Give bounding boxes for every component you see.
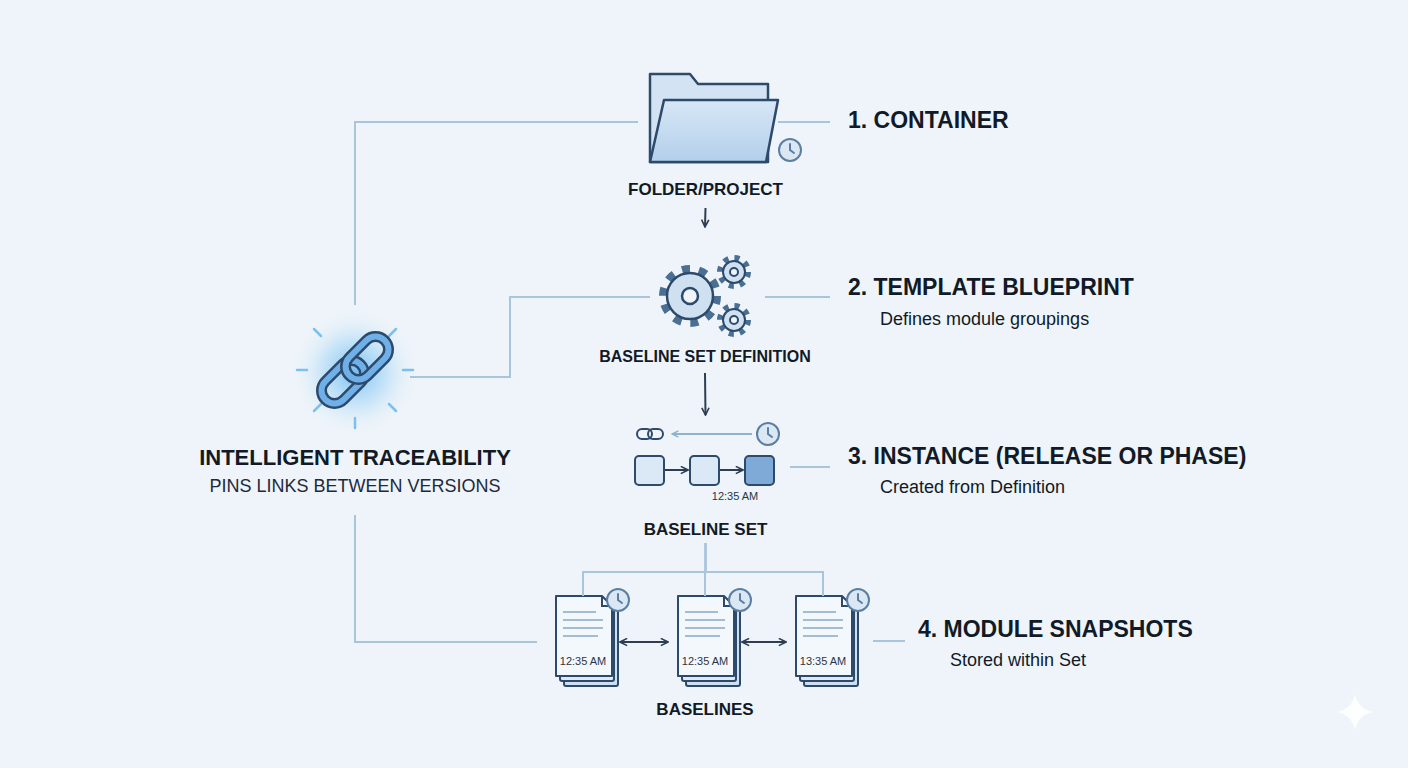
node-sublabel: PINS LINKS BETWEEN VERSIONS: [209, 476, 500, 498]
traceability-node: INTELLIGENT TRACEABILITYPINS LINKS BETWE…: [300, 305, 410, 515]
step-heading: 2. TEMPLATE BLUEPRINT: [848, 274, 1134, 302]
baseline-set-icon: [672, 433, 752, 435]
document-stacks: [556, 589, 869, 686]
step-heading: 3. INSTANCE (RELEASE OR PHASE): [848, 443, 1246, 471]
document-stacks: [556, 589, 629, 686]
gears-icon: [667, 273, 713, 319]
baseline-set-icon: [757, 423, 779, 445]
trace-line: [583, 543, 706, 596]
flow-arrow: [704, 208, 707, 227]
gears-icon: [682, 288, 698, 304]
document-stacks: [678, 589, 751, 686]
chain-link-icon: [291, 308, 419, 436]
baseline-doc: 12:35 AM: [551, 596, 615, 688]
leader-lines: [873, 640, 905, 642]
folder-icon: [650, 74, 801, 162]
trace-line: [706, 543, 824, 596]
gears-icon: [720, 306, 748, 334]
node-label: BASELINE SET: [644, 520, 768, 540]
timestamp: 12:35 AM: [712, 490, 758, 503]
node-label: FOLDER/PROJECT: [628, 180, 783, 200]
folder-icon: [650, 100, 778, 162]
trace-line: [410, 297, 650, 377]
definition-node: BASELINE SET DEFINITION: [650, 230, 760, 370]
step-description: Defines module groupings: [880, 309, 1089, 331]
gears-icon: [723, 309, 745, 331]
gears-icon: [730, 316, 738, 324]
node-label: 12:35 AM: [682, 655, 728, 668]
step-description: Stored within Set: [950, 650, 1086, 672]
baseline-set-icon: [635, 423, 779, 485]
node-label: 13:35 AM: [800, 655, 846, 668]
node-label: BASELINE SET DEFINITION: [599, 347, 811, 366]
baseline-doc: 12:35 AM: [673, 596, 737, 688]
chain-link-icon: [340, 331, 394, 385]
baseline-set-icon: [745, 456, 774, 485]
step-heading: 4. MODULE SNAPSHOTS: [918, 616, 1193, 644]
chain-link-icon: [340, 331, 394, 385]
chain-link-icon: [297, 329, 413, 428]
watermark-star: [1337, 694, 1373, 730]
step-description: Created from Definition: [880, 477, 1065, 499]
chain-link-icon: [291, 308, 419, 436]
baseline-set-icon: [648, 429, 663, 439]
baseline-doc: 13:35 AM: [791, 596, 855, 688]
baseline-set-icon: [665, 469, 688, 471]
trace-line: [355, 515, 537, 642]
trace-line: [704, 543, 707, 596]
flow-arrow: [620, 641, 668, 643]
baseline-set-node: BASELINE SET: [628, 418, 783, 543]
chain-link-icon: [316, 331, 394, 409]
baseline-set-icon: [720, 469, 743, 471]
folder-icon: [779, 139, 801, 161]
baseline-set-icon: [635, 456, 664, 485]
document-stacks: [796, 589, 869, 686]
step-heading: 1. CONTAINER: [848, 107, 1009, 135]
folder-node: FOLDER/PROJECT: [638, 65, 773, 205]
flow-arrow: [704, 373, 707, 415]
leader-lines: [765, 122, 905, 641]
gears-icon: [720, 258, 748, 286]
node-label: INTELLIGENT TRACEABILITY: [199, 445, 511, 471]
gears-icon: [723, 261, 745, 283]
baseline-set-icon: [690, 456, 719, 485]
gears-icon: [730, 268, 738, 276]
leader-lines: [778, 121, 830, 123]
gears-icon: [663, 269, 717, 323]
trace-line: [355, 122, 638, 305]
node-label: 12:35 AM: [560, 655, 606, 668]
leader-lines: [765, 296, 830, 298]
leader-lines: [790, 466, 830, 468]
group-label: BASELINES: [656, 700, 753, 720]
flow-arrow: [742, 641, 786, 643]
gears-icon: [663, 258, 748, 334]
